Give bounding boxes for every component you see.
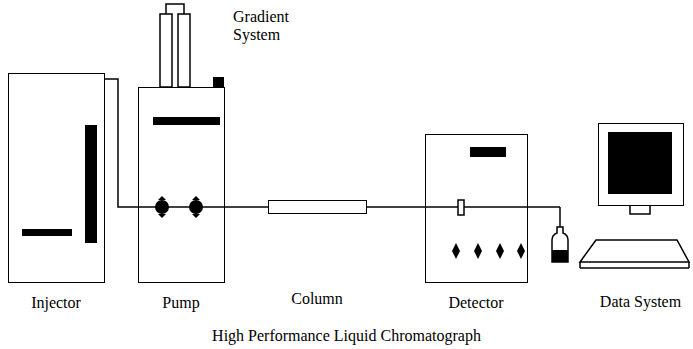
pump-line [138,206,225,208]
instrument-label: Injector [31,294,81,312]
monitor-screen [608,132,672,194]
instrument-label: Data System [600,293,681,311]
pump-heads [155,196,203,218]
keyboard-base [580,267,689,269]
instrument-label: Detector [448,294,503,312]
monitor-box: Data System [598,123,684,206]
tubing-line [367,207,425,208]
monitor-stand [630,206,650,214]
flow-cell [425,200,560,227]
keyboard-base [579,262,581,268]
instrument-label: Pump [162,294,199,312]
detector-knobs [452,243,525,259]
gradient-reservoirs [160,4,190,87]
waste-bottle [552,227,568,262]
injector-bar [22,229,72,236]
detector-display [470,147,506,157]
figure-caption: High Performance Liquid Chromatograph [0,327,693,345]
detector-box: Detector [425,134,528,283]
pump-box: Pump [138,87,225,283]
injector-box: Injector [8,73,105,283]
column-box: Column [268,200,367,214]
tubing-line [105,79,138,207]
mixer-block [213,77,224,87]
pump-display [153,117,220,125]
part-label: Gradient System [233,8,303,44]
injector-bar [85,125,97,243]
keyboard-base [688,262,690,268]
instrument-label: Column [291,290,343,308]
keyboard-base [580,240,689,262]
tubing-line [225,207,268,208]
